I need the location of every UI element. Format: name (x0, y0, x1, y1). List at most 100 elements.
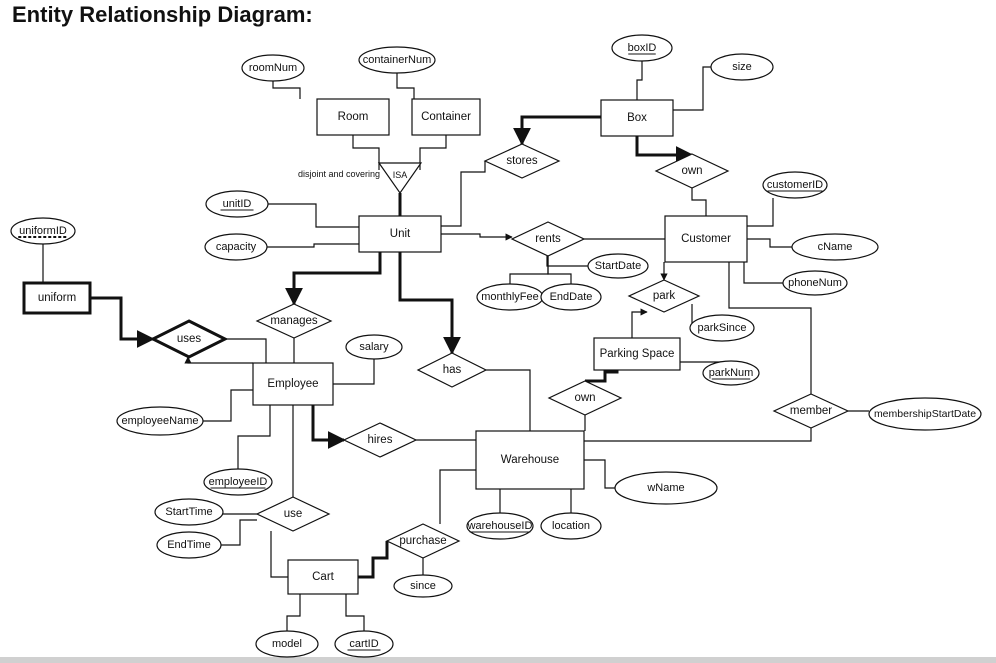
connector-line (184, 356, 253, 364)
boxid-label: boxID (628, 42, 657, 54)
membershipstartdate-attribute: membershipStartDate (868, 397, 982, 431)
unit-entity: Unit (358, 215, 442, 253)
connector-line (396, 73, 415, 99)
connector-line (225, 338, 267, 363)
manages-diamond (255, 303, 333, 339)
startdate-rents-attribute: StartDate (587, 253, 649, 279)
unitid-attribute: unitID (205, 190, 269, 218)
purchase-relationship: purchase (385, 523, 461, 559)
connector-line (509, 256, 549, 284)
isa-isa: ISA (377, 162, 423, 195)
employeeid-label: employeeID (209, 476, 268, 488)
isa-triangle (377, 162, 423, 195)
isa-constraint-note: disjoint and covering (298, 169, 380, 179)
connector-line (743, 262, 783, 284)
warehouse-entity: Warehouse (475, 430, 585, 490)
hires-relationship: hires (342, 422, 418, 458)
use-label: use (284, 508, 303, 520)
parksince-attribute: parkSince (689, 314, 755, 342)
connector-line (268, 203, 359, 228)
own-parking-relationship: own (547, 380, 623, 416)
connector-line (513, 115, 601, 146)
member-label: member (790, 405, 832, 417)
size-ellipse (710, 53, 774, 81)
unit-box (358, 215, 442, 253)
customerid-attribute: customerID (762, 171, 828, 199)
connector-line (270, 531, 288, 578)
connector-line (673, 66, 711, 111)
bottom-divider (0, 657, 996, 663)
connector-line (272, 81, 301, 99)
wname-label: wName (646, 482, 684, 494)
cname-attribute: cName (791, 233, 879, 261)
connector-line (585, 370, 619, 383)
cartid-attribute: cartID (334, 630, 394, 658)
own-box-relationship: own (654, 153, 730, 189)
parking-space-box (593, 337, 681, 371)
containernum-label: containerNum (363, 54, 431, 66)
uses-label: uses (177, 333, 202, 345)
warehouseid-attribute: warehouseID (466, 512, 534, 540)
customer-entity: Customer (664, 215, 748, 263)
capacity-attribute: capacity (204, 233, 268, 261)
connector-line (747, 238, 792, 248)
monthlyfee-attribute: monthlyFee (476, 283, 544, 311)
roomnum-label: roomNum (249, 62, 297, 74)
has-label: has (443, 364, 462, 376)
starttime-label: StartTime (165, 506, 212, 518)
employee-label: Employee (267, 378, 318, 390)
connector-line (584, 459, 615, 489)
roomnum-ellipse (241, 54, 305, 82)
room-entity: Room (316, 98, 390, 136)
use-relationship: use (255, 496, 331, 532)
hires-diamond (342, 422, 418, 458)
own-parking-label: own (574, 392, 595, 404)
connector-line (267, 243, 359, 248)
stores-diamond (483, 143, 561, 179)
cart-entity: Cart (287, 559, 359, 595)
box-entity: Box (600, 99, 674, 137)
parksince-label: parkSince (698, 322, 747, 334)
employee-box (252, 362, 334, 406)
uses-relationship: uses (149, 319, 229, 359)
membershipstartdate-label: membershipStartDate (874, 408, 976, 420)
warehouse-box (475, 430, 585, 490)
has-diamond (416, 352, 488, 388)
location-ellipse (540, 512, 602, 540)
connector-line (441, 161, 486, 227)
connector-line (635, 136, 694, 164)
connector-line (203, 389, 253, 422)
enddate-ellipse (540, 283, 602, 311)
starttime-ellipse (154, 498, 224, 526)
connector-line (90, 296, 155, 348)
own-box-diamond (654, 153, 730, 189)
container-box (411, 98, 481, 136)
employeename-attribute: employeeName (116, 406, 204, 436)
rents-label: rents (535, 233, 561, 245)
since-ellipse (393, 574, 453, 598)
endtime-ellipse (156, 531, 222, 559)
since-attribute: since (393, 574, 453, 598)
stores-relationship: stores (483, 143, 561, 179)
roomnum-attribute: roomNum (241, 54, 305, 82)
connector-line (691, 188, 707, 216)
rents-diamond (510, 221, 586, 257)
connector-line (398, 252, 461, 355)
connector-line (631, 308, 648, 338)
connector-line (285, 252, 382, 306)
salary-label: salary (359, 341, 389, 353)
membershipstartdate-ellipse (868, 397, 982, 431)
capacity-ellipse (204, 233, 268, 261)
connector-line (352, 135, 380, 170)
uniform-box (22, 281, 92, 315)
use-diamond (255, 496, 331, 532)
endtime-attribute: EndTime (156, 531, 222, 559)
phonenum-label: phoneNum (788, 277, 842, 289)
room-box (316, 98, 390, 136)
employeeid-attribute: employeeID (203, 468, 273, 496)
parking-space-label: Parking Space (600, 348, 675, 360)
cname-label: cName (818, 241, 853, 253)
relationship-lines (42, 61, 869, 631)
